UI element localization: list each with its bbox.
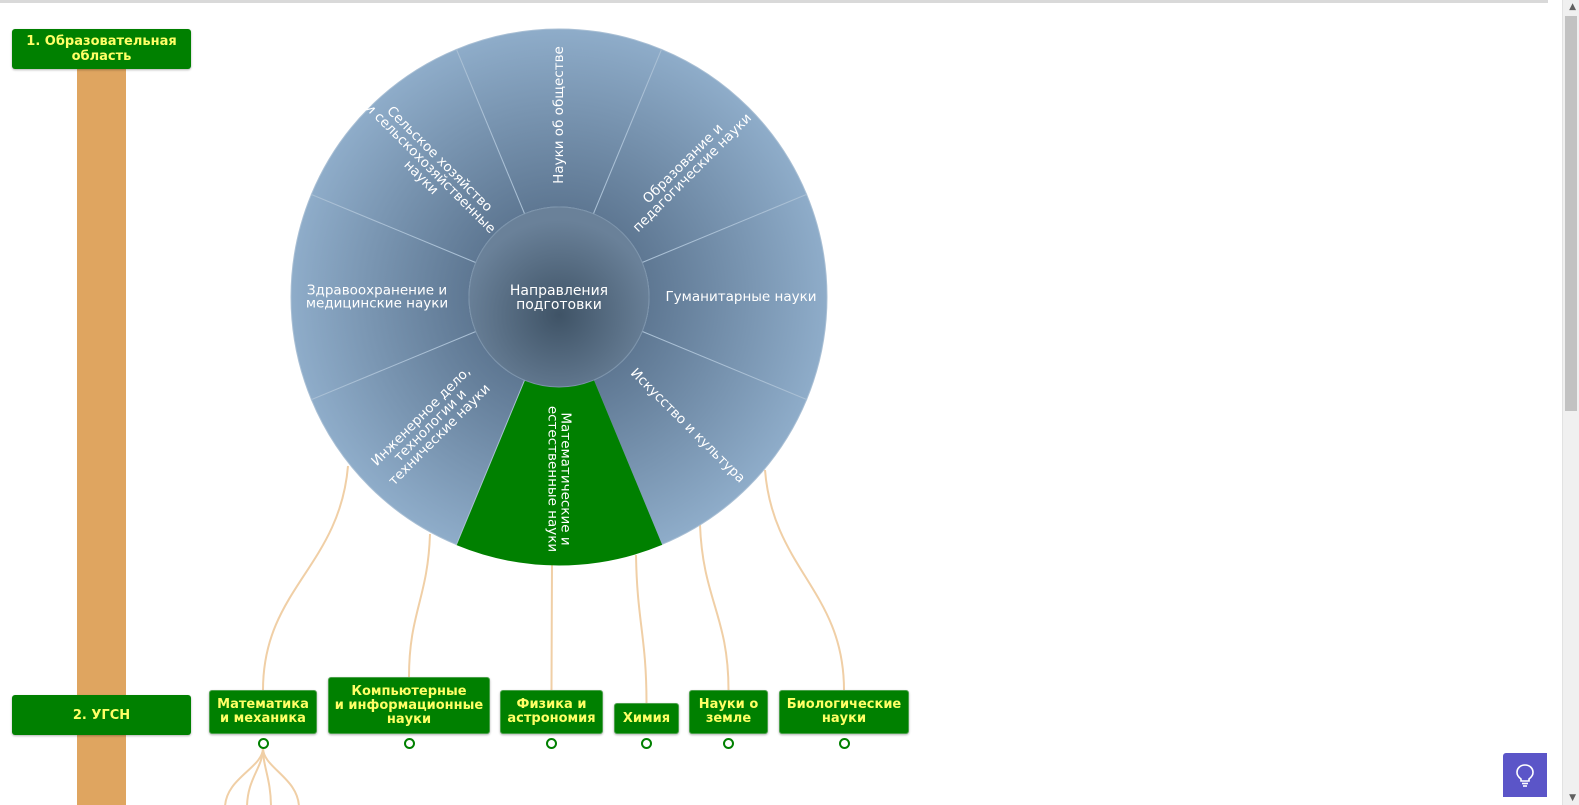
sector-label: Математические иестественные науки: [545, 406, 574, 552]
scroll-thumb[interactable]: [1565, 16, 1577, 411]
ugsn-node-label: земле: [705, 711, 752, 726]
level-2-label: 2. УГСН: [12, 695, 191, 735]
expand-knob[interactable]: [546, 738, 557, 749]
ugsn-node-label: Науки о: [698, 697, 759, 712]
level-1-label: 1. Образовательная область: [12, 29, 191, 69]
link-curve: [408, 533, 431, 678]
link-curve: [764, 469, 845, 691]
expand-knob[interactable]: [723, 738, 734, 749]
link-curve: [224, 747, 264, 805]
scroll-down-arrow[interactable]: ▼: [1569, 793, 1576, 803]
ugsn-node-label: астрономия: [507, 711, 596, 726]
wheel-center[interactable]: [468, 206, 650, 388]
lightbulb-icon: [1516, 764, 1534, 787]
ugsn-node[interactable]: Химия: [614, 703, 679, 734]
ugsn-node-label: и механика: [220, 711, 306, 726]
ugsn-node-label: и информационные: [334, 697, 484, 713]
vertical-scrollbar[interactable]: ▲ ▼: [1562, 0, 1579, 805]
level-bar: [77, 69, 126, 805]
sector-label: Гуманитарные науки: [665, 289, 816, 305]
expand-knob[interactable]: [838, 738, 850, 749]
link-curve: [699, 524, 730, 691]
scroll-up-arrow[interactable]: ▲: [1569, 2, 1576, 12]
ugsn-node-label: Математика: [217, 697, 309, 712]
hint-button[interactable]: [1503, 753, 1547, 797]
ugsn-node-label: Биологические: [786, 697, 902, 712]
ugsn-node-label: Химия: [622, 710, 671, 726]
ugsn-node-label: Физика и: [516, 697, 587, 712]
ugsn-node-label: науки: [386, 711, 432, 727]
top-border: [0, 0, 1548, 3]
link-curve: [262, 747, 300, 805]
ugsn-node-label: науки: [821, 711, 867, 726]
expand-knob[interactable]: [641, 738, 652, 749]
sector-label: Науки об обществе: [551, 46, 567, 184]
link-curve: [550, 564, 553, 691]
link-curve: [635, 554, 648, 704]
expand-knob[interactable]: [403, 738, 415, 749]
link-curve: [262, 465, 349, 691]
ugsn-node-label: Компьютерные: [351, 683, 467, 699]
expand-knob[interactable]: [257, 738, 269, 749]
